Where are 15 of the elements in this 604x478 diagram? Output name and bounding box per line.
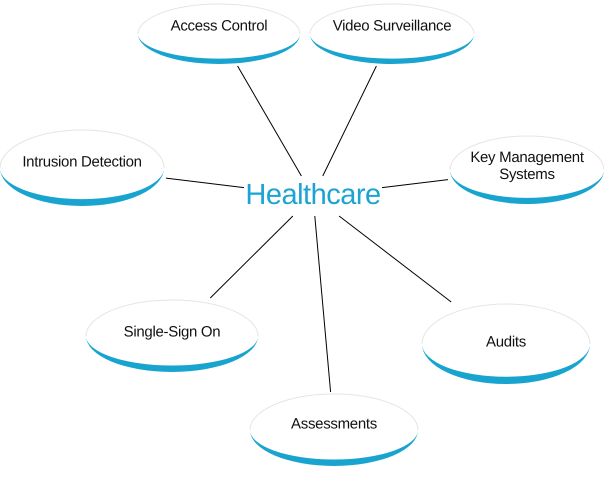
- node-label: Key Management Systems: [469, 148, 585, 184]
- node-label: Assessments: [290, 415, 378, 433]
- connector-line: [322, 66, 377, 176]
- node-label: Access Control: [170, 17, 268, 35]
- connector-line: [314, 216, 332, 392]
- connector-line: [382, 179, 448, 188]
- node-label: Audits: [485, 333, 527, 351]
- node-label: Video Surveillance: [332, 17, 452, 35]
- node-label: Single-Sign On: [122, 323, 222, 341]
- connector-line: [210, 216, 294, 298]
- hub-title: Healthcare: [244, 178, 382, 214]
- connector-line: [166, 178, 244, 188]
- node-label: Intrusion Detection: [21, 153, 143, 171]
- connector-line: [338, 216, 452, 302]
- connector-line: [237, 66, 302, 176]
